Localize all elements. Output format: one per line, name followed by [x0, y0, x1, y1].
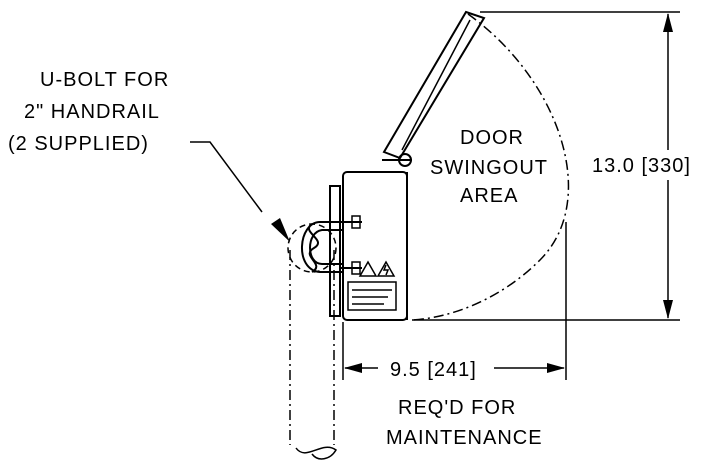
ubolt-leader	[190, 141, 290, 242]
maintenance-label-line2: MAINTENANCE	[386, 427, 543, 449]
height-dimension-label: 13.0 [330]	[592, 155, 691, 177]
ubolt-label-line1: U-BOLT FOR	[40, 69, 169, 91]
ubolt-label-line2: 2" HANDRAIL	[24, 101, 160, 123]
swing-label-line3: AREA	[460, 185, 518, 207]
door-swing-arc	[411, 13, 570, 321]
maintenance-label-line1: REQ'D FOR	[398, 397, 516, 419]
swing-label-line2: SWINGOUT	[430, 157, 548, 179]
swing-label-line1: DOOR	[460, 127, 524, 149]
width-dimension-label: 9.5 [241]	[390, 359, 477, 381]
ubolt-label-line3: (2 SUPPLIED)	[8, 133, 149, 155]
open-door	[382, 10, 486, 167]
mounting-bracket	[329, 185, 341, 317]
width-dimension	[342, 222, 567, 380]
enclosure-body	[340, 171, 408, 321]
height-dimension	[412, 11, 680, 321]
u-bolt	[301, 221, 342, 273]
